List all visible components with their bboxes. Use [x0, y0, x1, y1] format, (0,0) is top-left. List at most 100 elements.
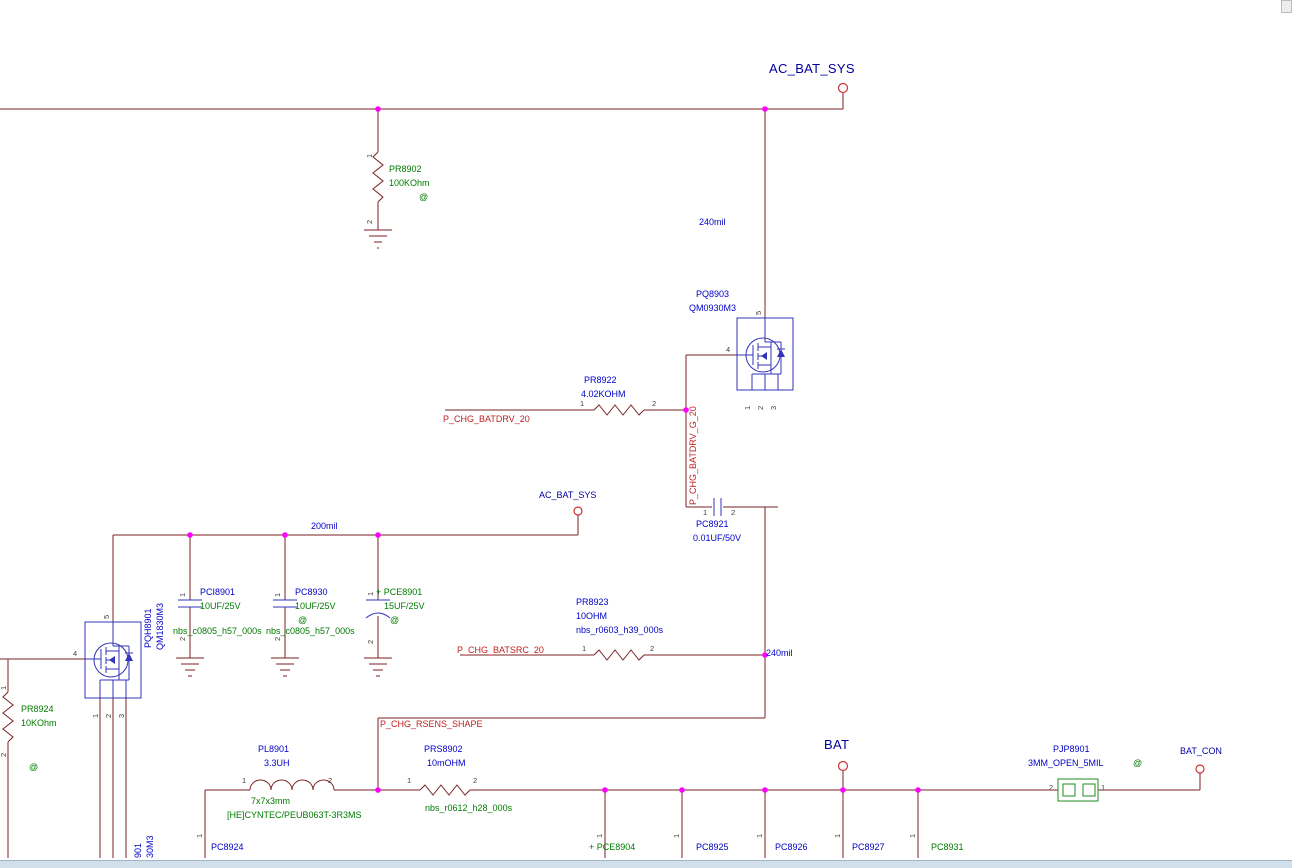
pc8926-ref: PC8926 — [775, 842, 808, 852]
pr8924-pin1: 1 — [0, 686, 8, 690]
pr8922-value: 4.02KOHM — [581, 389, 626, 399]
pl8901-mpn: [HE]CYNTEC/PEUB063T-3R3MS — [227, 810, 362, 820]
jumper-pjp8901-symbol[interactable] — [1057, 778, 1099, 802]
port-bat-con — [1195, 764, 1205, 774]
pci8901-pin1: 1 — [178, 592, 187, 597]
port-bat — [837, 760, 849, 772]
grounds-mid — [176, 657, 392, 677]
pr8923-pin2: 2 — [650, 644, 655, 653]
junction-dots — [187, 106, 921, 793]
pq8903-value: QM0930M3 — [689, 303, 737, 313]
net-label-batdrv: P_CHG_BATDRV_20 — [443, 414, 530, 424]
pq8901-cut-ref: 901 — [133, 842, 143, 858]
wire-gate-pqh8901 — [0, 658, 85, 692]
wire-pqh8901-source-pins — [99, 698, 127, 858]
pci8901-footprint: nbs_c0805_h57_000s — [173, 626, 262, 636]
prs8902-value: 10mOHM — [427, 758, 466, 768]
pc8921-pin1: 1 — [703, 508, 708, 517]
pr8902-pin1: 1 — [365, 153, 374, 158]
resistor-pr8922-body — [593, 404, 645, 416]
net-label-batsrc: P_CHG_BATSRC_20 — [457, 645, 544, 655]
pqh8901-ref: PQH8901 — [143, 608, 153, 648]
pc8927-pin1: 1 — [833, 833, 842, 838]
pr8924-pin2: 2 — [0, 753, 8, 757]
pc8930-value: 10UF/25V — [295, 601, 336, 611]
pr8902-pin2: 2 — [365, 219, 374, 224]
pc8931-ref: PC8931 — [931, 842, 964, 852]
resistor-prs8902-body — [419, 784, 471, 796]
wire-bottom-stubs — [204, 770, 919, 858]
net-ports[interactable] — [573, 82, 1205, 774]
prs8902-ref: PRS8902 — [424, 744, 463, 754]
pce8901-ref: + PCE8901 — [376, 587, 423, 597]
pc8924-ref: PC8924 — [211, 842, 244, 852]
pr8923-pin1: 1 — [582, 644, 587, 653]
pjp8901-pin1: 1 — [1101, 783, 1106, 792]
pq8903-pin5: 5 — [754, 310, 763, 315]
inductor-pl8901-body — [249, 779, 335, 791]
resistor-pr8923-body — [593, 649, 645, 661]
wire-gate-net — [445, 354, 737, 507]
net-label-batdrv-g: P_CHG_BATDRV_G_20 — [688, 406, 698, 505]
component-symbols[interactable] — [84, 317, 794, 699]
pqh8901-pin2: 2 — [104, 713, 113, 718]
ground-pr8902 — [364, 229, 392, 249]
pr8924-ref: PR8924 — [21, 704, 54, 714]
pqh8901-pin3: 3 — [117, 713, 126, 718]
pci8901-pin2: 2 — [178, 636, 187, 641]
pc8921-value: 0.01UF/50V — [693, 533, 742, 543]
dim-label-240-top: 240mil — [699, 217, 726, 227]
pce8901-value: 15UF/25V — [384, 601, 425, 611]
port-label-ac-bat-sys-top: AC_BAT_SYS — [769, 61, 855, 76]
mosfet-pq8903-symbol[interactable] — [736, 317, 794, 391]
wires[interactable] — [0, 93, 1201, 858]
pc8930-ref: PC8930 — [295, 587, 328, 597]
pq8901-cut-value: 30M3 — [145, 835, 155, 858]
wire-source-net — [377, 506, 778, 790]
net-label-rsens: P_CHG_RSENS_SHAPE — [380, 719, 483, 729]
pc8921-ref: PC8921 — [696, 519, 729, 529]
pce8901-assy: @ — [390, 615, 400, 625]
dim-label-240-mid: 240mil — [766, 648, 793, 658]
pce8901-pin1: 1 — [366, 591, 375, 596]
pr8924-value: 10KOhm — [21, 718, 57, 728]
pc8925-ref: PC8925 — [696, 842, 729, 852]
pl8901-value: 3.3UH — [264, 758, 290, 768]
pjp8901-value: 3MM_OPEN_5MIL — [1028, 758, 1104, 768]
port-ac-bat-sys-mid — [573, 506, 583, 516]
pqh8901-pin4: 4 — [73, 649, 78, 658]
pr8922-pin2: 2 — [652, 399, 657, 408]
pci8901-value: 10UF/25V — [200, 601, 241, 611]
pr8924-assy: @ — [29, 762, 39, 772]
port-label-bat-con: BAT_CON — [1180, 746, 1222, 756]
capacitor-pce8901-curved-plate — [365, 612, 391, 619]
pc8930-footprint: nbs_c0805_h57_000s — [266, 626, 355, 636]
pr8922-ref: PR8922 — [584, 375, 617, 385]
pce8904-pin1: 1 — [595, 833, 604, 838]
horizontal-scrollbar[interactable] — [0, 860, 1292, 868]
scrollbar-corner — [1281, 0, 1292, 13]
wire-mid-rail — [112, 515, 579, 622]
pq8903-ref: PQ8903 — [696, 289, 730, 299]
pr8902-value: 100KOhm — [389, 178, 430, 188]
pr8902-assy: @ — [419, 192, 429, 202]
resistor-pr8902-body — [372, 151, 384, 230]
pl8901-size: 7x7x3mm — [251, 796, 291, 806]
pl8901-pin1: 1 — [242, 776, 247, 785]
pr8923-ref: PR8923 — [576, 597, 609, 607]
pc8930-assy: @ — [298, 615, 308, 625]
pc8927-ref: PC8927 — [852, 842, 885, 852]
pq8903-pin1: 1 — [743, 405, 752, 410]
wire-net-ac-bat-sys-top — [0, 93, 844, 318]
pqh8901-pin5: 5 — [102, 614, 111, 619]
pr8902-ref: PR8902 — [389, 164, 422, 174]
dim-label-200: 200mil — [311, 521, 338, 531]
pc8930-pin2: 2 — [273, 636, 282, 641]
mosfet-pqh8901-symbol[interactable] — [84, 621, 142, 699]
cap-leads-mid — [189, 535, 379, 658]
pc8926-pin1: 1 — [755, 833, 764, 838]
pjp8901-assy: @ — [1133, 758, 1143, 768]
pq8903-pin4: 4 — [726, 345, 731, 354]
